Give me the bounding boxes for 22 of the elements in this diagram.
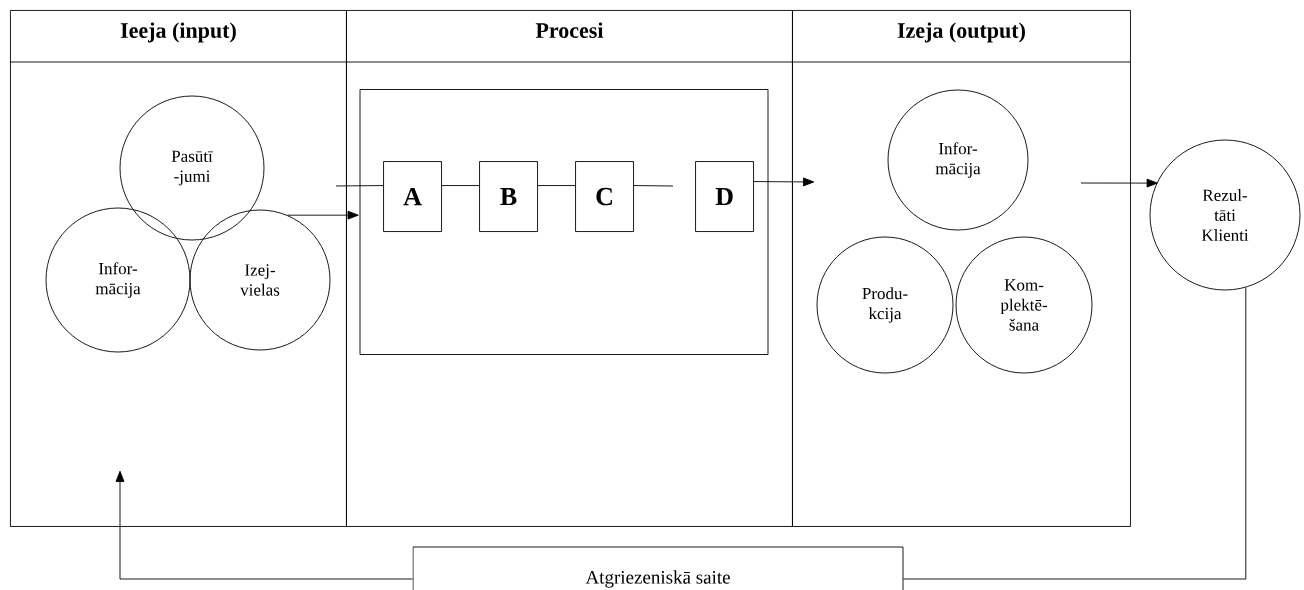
step-box: A [383, 161, 442, 232]
circle-node: Pasūtī -jumi [119, 95, 265, 241]
arrow [1080, 178, 1158, 188]
circle-node: Infor- mācija [45, 207, 191, 353]
step-box: B [479, 161, 538, 232]
connector-line [441, 185, 480, 186]
circle-node: Izej- vielas [189, 209, 331, 351]
circle-node: Rezul- tāti Klienti [1149, 139, 1301, 291]
arrow [115, 470, 413, 580]
feedback-box: Atgriezeniskā saite [412, 546, 904, 590]
arrow [753, 177, 815, 187]
circle-node: Produ- kcija [816, 236, 954, 374]
circle-node: Kom- plektē- šana [955, 236, 1093, 374]
connector-line [537, 185, 576, 186]
process-box [359, 89, 769, 355]
step-box: C [575, 161, 634, 232]
circle-node: Infor- mācija [887, 89, 1029, 231]
connector-line [633, 185, 674, 187]
connector-line [903, 287, 1247, 580]
arrow [287, 210, 359, 220]
connector-line [335, 185, 384, 187]
step-box: D [695, 161, 754, 232]
